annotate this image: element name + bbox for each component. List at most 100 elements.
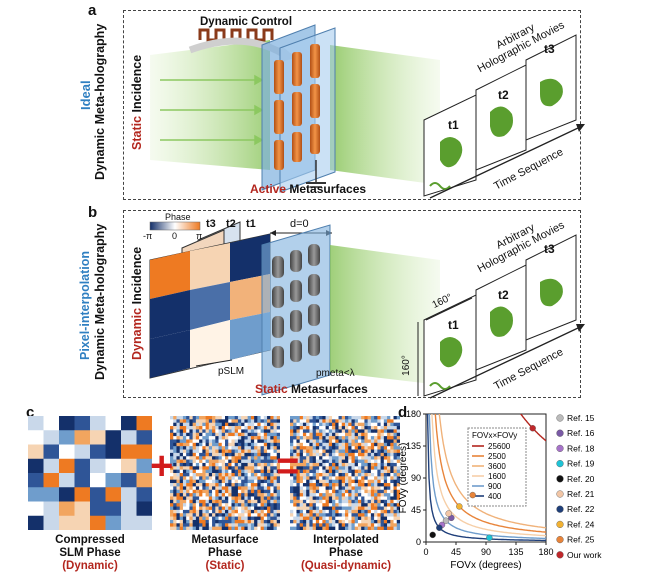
meta-phase-cell [241,469,245,474]
meta-phase-cell [195,509,200,514]
interp-phase-cell [335,473,339,477]
interp-phase-cell [380,466,385,470]
interp-phase-cell [345,446,349,450]
meta-phase-cell [231,452,236,457]
interp-phase-cell [335,459,339,464]
interp-phase-cell [335,516,339,521]
slm-phase-cell [121,515,137,530]
interp-phase-cell [393,513,398,517]
interp-phase-cell [319,429,323,434]
interp-phase-cell [315,503,320,507]
meta-phase-cell [205,513,210,517]
interp-phase-cell [341,449,346,454]
interp-phase-cell [341,466,346,470]
ref-point [469,491,476,499]
meta-phase-cell [170,459,174,464]
interp-phase-cell [293,479,297,484]
meta-phase-cell [212,499,216,504]
interp-phase-cell [290,416,294,420]
interp-phase-cell [357,422,362,427]
meta-phase-cell [215,476,219,481]
interp-phase-cell [370,432,375,437]
meta-phase-cell [234,469,239,474]
interp-phase-cell [312,503,317,507]
slm-phase-cell [74,487,91,502]
meta-phase-cell [237,493,242,497]
interp-phase-cell [354,503,359,507]
meta-phase-cell [199,506,203,511]
meta-phase-cell [250,496,255,501]
interp-phase-cell [293,422,297,427]
meta-phase-cell [199,526,203,530]
interp-phase-cell [370,426,375,430]
interp-phase-cell [380,416,385,420]
meta-phase-cell [250,509,255,514]
meta-phase-cell [270,439,274,444]
meta-phase-cell [250,519,255,524]
meta-phase-cell [228,506,232,511]
interp-phase-cell [383,483,388,487]
meta-phase-cell [176,416,181,420]
meta-phase-cell [276,429,280,434]
interp-phase-cell [361,476,365,481]
frame-a-t2: t2 [498,88,509,102]
interp-phase-cell [367,493,372,497]
interp-phase-cell [348,493,352,497]
meta-phase-cell [192,489,197,494]
meta-phase-cell [228,429,232,434]
interp-phase-cell [351,442,356,447]
meta-phase-cell [244,489,248,494]
output-beam-b [330,245,440,385]
meta-phase-cell [173,473,177,477]
meta-phase-cell [189,509,193,514]
interp-phase-cell [306,426,310,430]
meta-phase-cell [254,509,258,514]
interp-phase-cell [309,442,313,447]
meta-phase-cell [212,439,216,444]
meta-phase-cell [199,456,203,460]
interp-phase-cell [374,459,378,464]
meta-phase-cell [257,416,261,420]
meta-phase-cell [257,422,261,427]
interp-phase-cell [387,503,391,507]
meta-phase-cell [267,459,271,464]
interp-phase-cell [374,493,378,497]
interp-phase-cell [341,426,346,430]
interp-phase-cell [351,446,356,450]
meta-phase-cell [221,493,226,497]
meta-phase-cell [263,419,268,424]
meta-phase-cell [182,449,187,454]
meta-phase-cell [276,416,280,420]
meta-phase-cell [250,422,255,427]
interp-phase-cell [335,416,339,420]
meta-phase-cell [192,516,197,521]
interp-phase-cell [325,483,330,487]
interp-phase-cell [315,493,320,497]
meta-phase-cell [273,476,278,481]
interp-phase-cell [315,516,320,521]
interp-phase-cell [296,452,301,457]
meta-phase-cell [244,432,248,437]
meta-phase-cell [260,499,265,504]
interp-phase-cell [299,476,304,481]
meta-phase-cell [189,483,193,487]
interp-phase-cell [354,436,359,440]
meta-phase-cell [186,496,190,501]
interp-phase-cell [377,523,381,527]
interp-phase-cell [390,416,394,420]
meta-phase-cell [257,496,261,501]
interp-phase-cell [296,499,301,504]
meta-phase-cell [205,449,210,454]
meta-phase-cell [228,469,232,474]
meta-phase-cell [241,456,245,460]
interp-phase-cell [367,459,372,464]
interp-phase-cell [393,436,398,440]
interp-phase-cell [290,446,294,450]
meta-phase-cell [260,476,265,481]
meta-phase-cell [179,499,184,504]
interp-phase-cell [319,489,323,494]
meta-phase-cell [208,513,213,517]
interp-phase-cell [380,422,385,427]
interp-phase-cell [357,473,362,477]
interp-phase-cell [322,489,326,494]
